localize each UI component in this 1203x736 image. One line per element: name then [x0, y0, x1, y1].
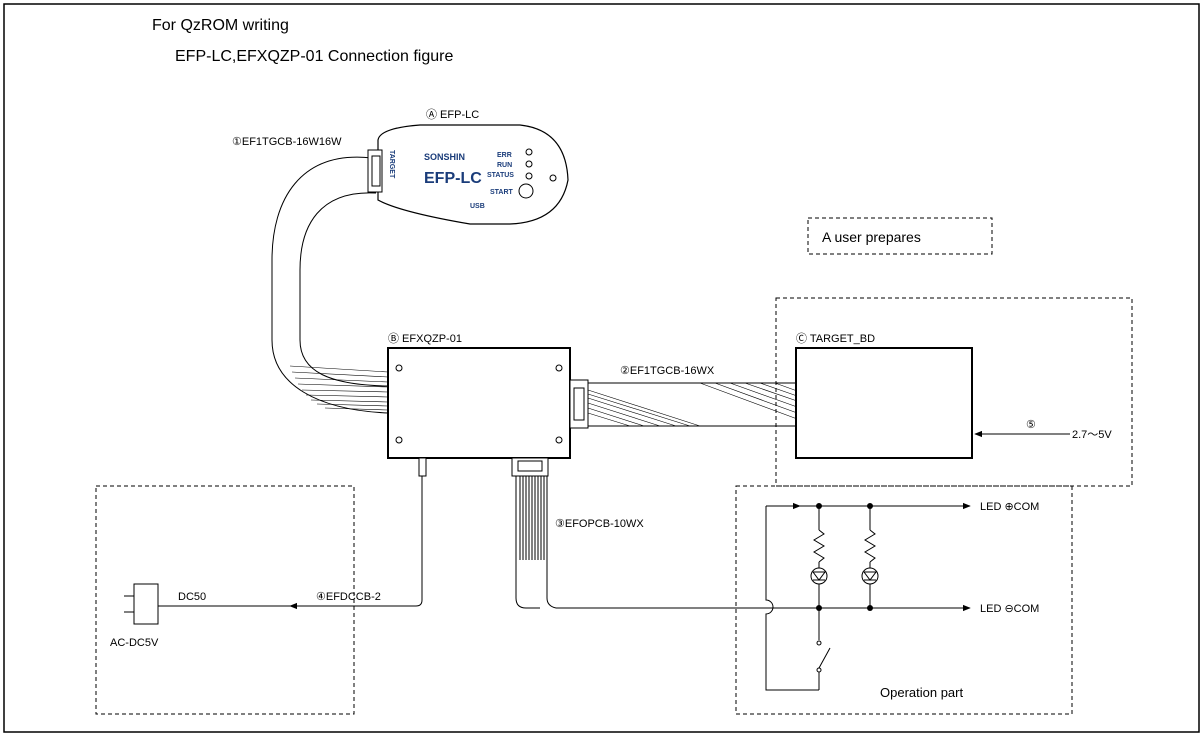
efxqzp-label: Ⓑ EFXQZP-01	[388, 332, 462, 345]
efxqzp-device	[387, 347, 571, 459]
cable-1-label: ①EF1TGCB-16W16W	[232, 136, 342, 148]
target-bd-device	[795, 347, 973, 459]
side-hole-icon	[549, 174, 557, 182]
title-line-1: For QzROM writing	[152, 17, 289, 34]
start-button-icon	[518, 183, 534, 199]
cable-4	[134, 457, 427, 610]
target-bd-label: Ⓒ TARGET_BD	[796, 332, 875, 345]
power-area-box	[95, 485, 355, 715]
led-err-icon	[525, 148, 533, 156]
led-status-label: STATUS	[487, 172, 514, 179]
led-err-label: ERR	[497, 152, 512, 159]
cable-2-label: ②EF1TGCB-16WX	[620, 365, 715, 377]
operation-circuit	[556, 502, 971, 691]
device-name: EFP-LC	[424, 170, 482, 187]
led-run-label: RUN	[497, 162, 512, 169]
led-status-icon	[525, 172, 533, 180]
port-target-label: TARGET	[388, 150, 395, 179]
cable-3-label: ③EFOPCB-10WX	[555, 518, 644, 530]
junction-dot	[816, 503, 822, 509]
brand-logo: SONSHIN	[424, 152, 465, 162]
page-border	[3, 3, 1200, 733]
ribbon-cable-1	[271, 156, 389, 414]
ribbon-cable-2	[569, 377, 815, 433]
junction-dot	[867, 605, 873, 611]
ac-adapter-label: AC-DC5V	[110, 637, 159, 649]
cable-5-label: ⑤	[1026, 419, 1036, 431]
dc-label: DC50	[178, 591, 206, 603]
ribbon-cable-3	[511, 457, 557, 609]
led-minus-com-label: LED ⊖COM	[980, 603, 1039, 615]
ribbon-hatch-1	[289, 365, 389, 411]
user-prepares-box	[807, 217, 993, 255]
efp-lc-device: TARGET SONSHIN EFP-LC ERR RUN STATUS STA…	[367, 124, 569, 225]
port-usb-label: USB	[470, 203, 485, 210]
junction-dot	[816, 605, 822, 611]
title-line-2: EFP-LC,EFXQZP-01 Connection figure	[175, 48, 453, 65]
led-plus-com-label: LED ⊕COM	[980, 501, 1039, 513]
user-prepares-label: A user prepares	[822, 229, 921, 245]
led-run-icon	[525, 160, 533, 168]
target-voltage-label: 2.7～5V	[1072, 429, 1112, 441]
ac-adapter-icon	[124, 583, 159, 625]
cable-4-label: ④EFDCCB-2	[316, 591, 381, 603]
operation-area-box	[735, 485, 1073, 715]
start-button-label: START	[490, 189, 514, 196]
efp-lc-label: Ⓐ EFP-LC	[426, 108, 479, 121]
ribbon-hatch-2	[587, 382, 801, 427]
junction-dot	[867, 503, 873, 509]
operation-part-label: Operation part	[880, 685, 963, 700]
